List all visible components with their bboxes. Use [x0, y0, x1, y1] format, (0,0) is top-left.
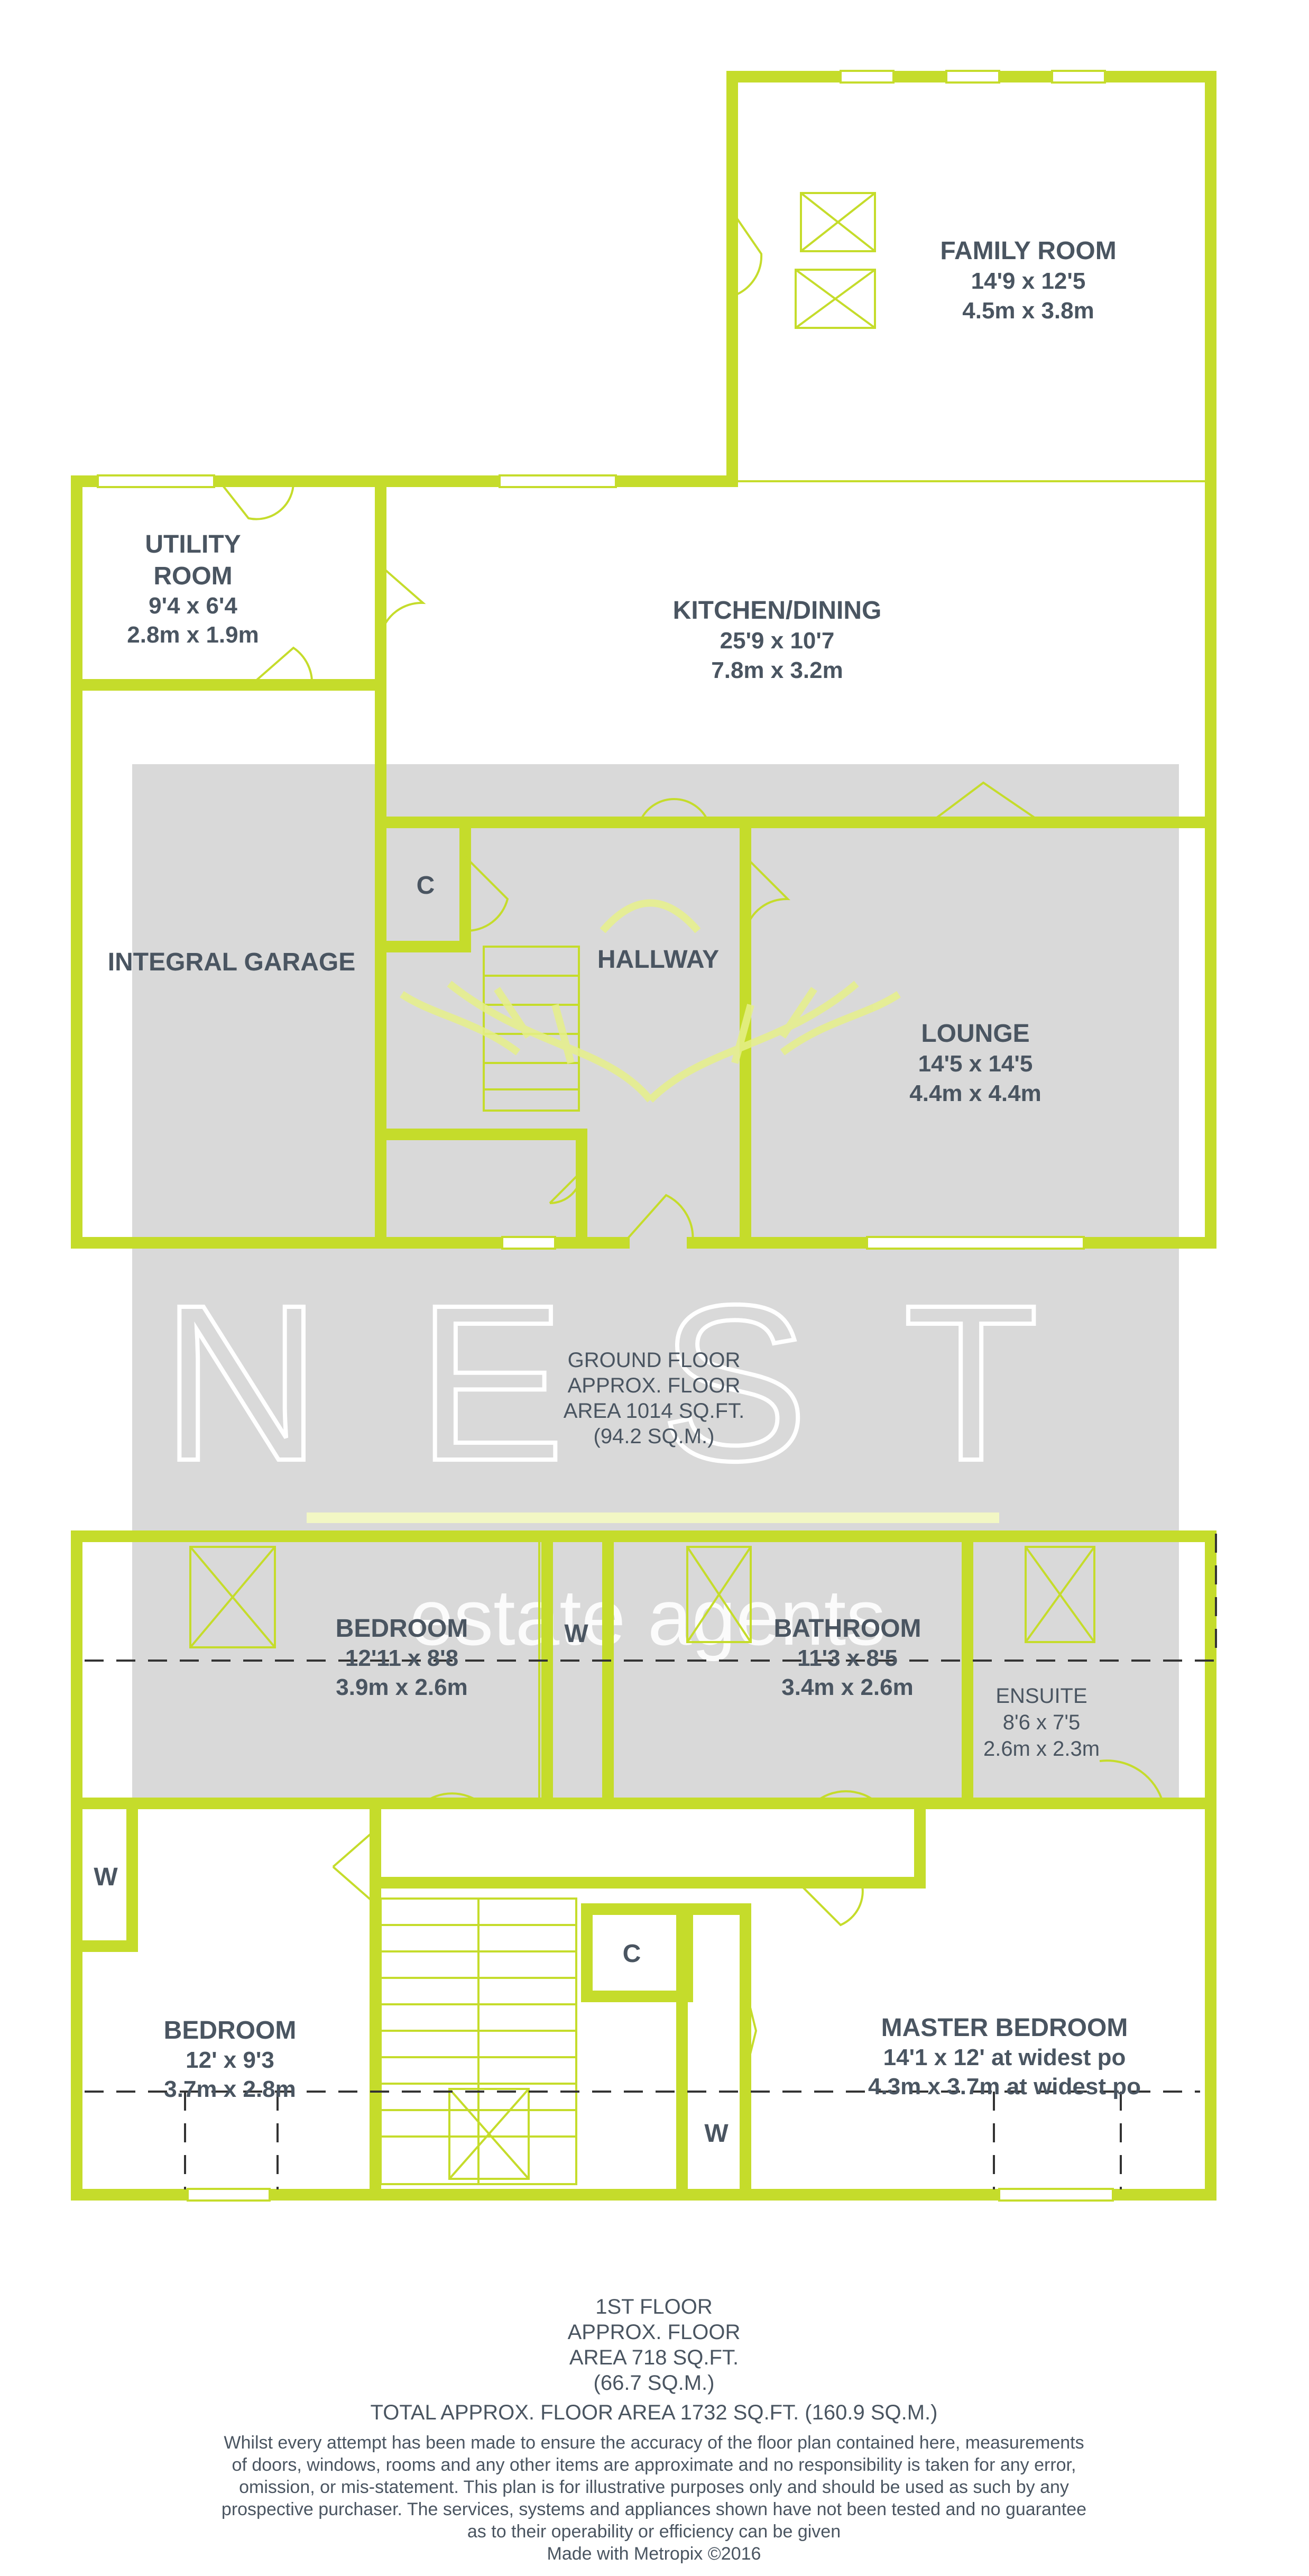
lounge-metric: 4.4m x 4.4m	[909, 1080, 1041, 1106]
nest-logo-tree	[400, 899, 901, 1103]
credit: Made with Metropix ©2016	[547, 2544, 761, 2564]
first-floor-area: 1ST FLOOR APPROX. FLOOR AREA 718 SQ.FT. …	[568, 2295, 741, 2395]
svg-text:of doors, windows, rooms and a: of doors, windows, rooms and any other i…	[232, 2455, 1076, 2475]
utility-room-name-2: ROOM	[153, 562, 232, 590]
eaves-lines	[85, 1534, 1217, 2189]
ensuite-metric: 2.6m x 2.3m	[983, 1737, 1100, 1761]
lounge-imperial: 14'5 x 14'5	[918, 1051, 1033, 1077]
svg-text:AREA 718 SQ.FT.: AREA 718 SQ.FT.	[569, 2346, 739, 2369]
bedroom-front-metric: 3.9m x 2.6m	[336, 1674, 468, 1700]
svg-text:Whilst every attempt has been: Whilst every attempt has been made to en…	[224, 2433, 1084, 2453]
kitchen-name: KITCHEN/DINING	[673, 597, 882, 625]
bathroom-metric: 3.4m x 2.6m	[781, 1674, 914, 1700]
svg-text:1ST FLOOR: 1ST FLOOR	[595, 2295, 713, 2318]
first-skylights	[189, 1546, 1095, 1648]
watermark-panel	[132, 764, 1179, 1801]
bedroom-rear-imperial: 12' x 9'3	[186, 2047, 274, 2073]
family-room-name: FAMILY ROOM	[940, 237, 1116, 265]
family-room-metric: 4.5m x 3.8m	[962, 298, 1094, 324]
ensuite-name: ENSUITE	[995, 1684, 1087, 1708]
ground-doors	[218, 210, 1043, 1244]
ground-labels: FAMILY ROOM 14'9 x 12'5 4.5m x 3.8m UTIL…	[108, 237, 1117, 1106]
nest-logo-bar	[307, 1512, 999, 1523]
nest-logo-tagline: estate agents	[410, 1573, 886, 1662]
bedroom-rear-metric: 3.7m x 2.8m	[164, 2076, 296, 2102]
family-room-imperial: 14'9 x 12'5	[971, 268, 1086, 294]
first-doors	[332, 1759, 1165, 2074]
wardrobe-c-name: W	[704, 2120, 729, 2148]
kitchen-metric: 7.8m x 3.2m	[711, 657, 843, 683]
first-labels: BEDROOM 12'11 x 8'8 3.9m x 2.6m W BATHRO…	[94, 1615, 1141, 2148]
ground-skylights	[795, 192, 876, 329]
nest-logo-wordmark: NEST	[161, 1259, 1134, 1507]
svg-text:GROUND FLOOR: GROUND FLOOR	[568, 1349, 741, 1372]
first-stairs	[380, 1897, 577, 2185]
svg-text:(66.7 SQ.M.): (66.7 SQ.M.)	[594, 2371, 715, 2395]
master-bedroom-name: MASTER BEDROOM	[881, 2014, 1128, 2042]
bathroom-name: BATHROOM	[773, 1615, 921, 1643]
svg-text:APPROX. FLOOR: APPROX. FLOOR	[568, 2321, 741, 2344]
kitchen-imperial: 25'9 x 10'7	[720, 628, 835, 654]
bedroom-front-imperial: 12'11 x 8'8	[345, 1645, 458, 1671]
ground-floor-walls	[71, 71, 1216, 1249]
utility-room-imperial: 9'4 x 6'4	[149, 593, 237, 619]
ground-windows	[97, 70, 1106, 1250]
bedroom-front-name: BEDROOM	[336, 1615, 468, 1643]
disclaimer: Whilst every attempt has been made to en…	[222, 2433, 1086, 2564]
first-floor-walls	[71, 1530, 1216, 2201]
garage-name: INTEGRAL GARAGE	[108, 948, 355, 976]
svg-text:AREA 1014 SQ.FT.: AREA 1014 SQ.FT.	[564, 1399, 744, 1423]
ground-floor-area: GROUND FLOOR APPROX. FLOOR AREA 1014 SQ.…	[564, 1349, 744, 1448]
ensuite-imperial: 8'6 x 7'5	[1003, 1711, 1080, 1734]
master-bedroom-imperial: 14'1 x 12' at widest po	[883, 2045, 1126, 2070]
master-bedroom-metric: 4.3m x 3.7m at widest po	[868, 2074, 1141, 2100]
bathroom-imperial: 11'3 x 8'5	[797, 1645, 898, 1671]
wardrobe-b-name: W	[94, 1863, 118, 1891]
svg-text:APPROX. FLOOR: APPROX. FLOOR	[568, 1374, 741, 1397]
bedroom-rear-name: BEDROOM	[164, 2016, 297, 2045]
first-windows	[187, 2188, 1114, 2202]
lounge-name: LOUNGE	[921, 1020, 1029, 1048]
svg-text:(94.2 SQ.M.): (94.2 SQ.M.)	[594, 1425, 715, 1448]
utility-room-name-1: UTILITY	[145, 530, 241, 558]
svg-text:prospective purchaser. The ser: prospective purchaser. The services, sys…	[222, 2499, 1086, 2519]
svg-text:as to their operability or eff: as to their operability or efficiency ca…	[467, 2522, 841, 2542]
hallway-name: HALLWAY	[597, 946, 719, 974]
first-cupboard-name: C	[623, 1940, 641, 1968]
wardrobe-a-name: W	[564, 1620, 588, 1648]
svg-text:omission, or mis-statement. Th: omission, or mis-statement. This plan is…	[239, 2477, 1069, 2497]
total-area: TOTAL APPROX. FLOOR AREA 1732 SQ.FT. (16…	[371, 2401, 938, 2424]
ground-cupboard-name: C	[417, 872, 435, 900]
utility-room-metric: 2.8m x 1.9m	[127, 622, 259, 648]
